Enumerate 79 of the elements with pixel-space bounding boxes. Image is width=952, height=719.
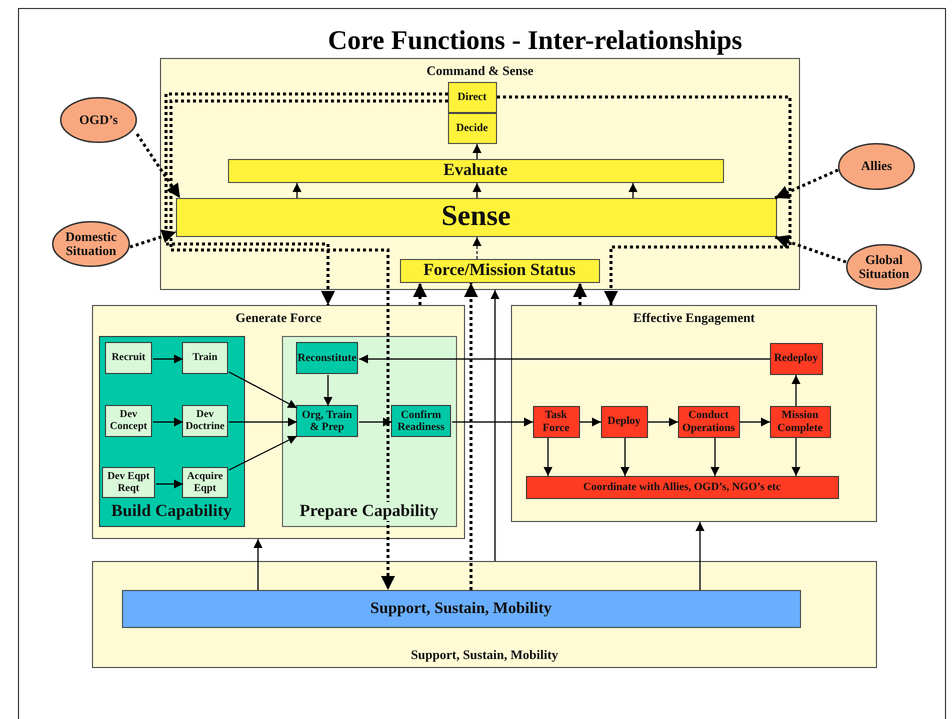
arrow — [153, 418, 183, 426]
arrow — [472, 144, 482, 159]
function-bar — [400, 258, 600, 282]
box-label: Conduct Operations — [680, 409, 738, 434]
dotted-arrow — [774, 168, 839, 200]
dotted-arrow — [464, 283, 478, 590]
arrow — [153, 354, 183, 364]
external-ellipse — [838, 143, 915, 190]
arrow — [359, 418, 392, 426]
box-label: Effective Engagement — [632, 311, 756, 326]
panel — [511, 305, 877, 522]
dotted-arrow — [130, 230, 176, 248]
panel — [160, 58, 800, 290]
process-box — [526, 476, 838, 498]
panel — [92, 561, 877, 668]
box-label: Command & Sense — [426, 64, 534, 78]
ellipse-label: Allies — [860, 159, 894, 174]
arrow — [292, 183, 302, 198]
ellipse-label: OGD’s — [78, 112, 119, 128]
box-label: Prepare Capability — [298, 502, 440, 520]
panel — [92, 305, 465, 539]
arrow — [710, 438, 720, 476]
arrow — [628, 183, 638, 198]
dotted-arrow — [573, 283, 587, 305]
arrow — [228, 371, 298, 409]
box-label: Coordinate with Allies, OGD’s, NGO’s etc — [582, 480, 782, 494]
process-box — [105, 342, 152, 374]
arrow — [620, 438, 630, 476]
arrow — [696, 522, 704, 590]
dotted-arrow — [497, 96, 792, 305]
arrow — [359, 354, 770, 364]
arrow — [544, 438, 552, 476]
box-label: Generate Force — [234, 311, 323, 326]
box-label: Redeploy — [773, 352, 819, 365]
process-box — [296, 342, 358, 374]
arrow — [228, 435, 298, 471]
dotted-arrow — [136, 133, 182, 199]
box-label: Support, Sustain, Mobility — [369, 600, 553, 618]
box-label: Deploy — [606, 415, 642, 428]
function-box — [448, 112, 496, 144]
arrow — [324, 375, 332, 406]
process-box — [770, 342, 822, 374]
diagram-title: Core Functions - Inter-relationships — [326, 24, 744, 57]
box-label: Reconstitute — [296, 352, 358, 364]
arrow — [472, 183, 482, 198]
capability-panel — [282, 336, 456, 526]
ellipse-label: Domestic Situation — [64, 230, 118, 258]
arrow — [580, 418, 601, 426]
process-box — [182, 342, 228, 374]
dotted-arrow — [164, 92, 448, 305]
box-label: Build Capability — [110, 502, 233, 520]
box-label: Acquire Eqpt — [184, 470, 226, 494]
arrow — [740, 418, 770, 426]
function-box — [448, 82, 496, 112]
arrow — [792, 438, 800, 476]
support-bar — [122, 590, 800, 628]
box-label: Direct — [456, 90, 488, 104]
function-bar — [176, 198, 776, 236]
dotted-arrow — [413, 283, 427, 305]
box-label: Support, Sustain, Mobility — [410, 648, 560, 662]
arrow — [648, 418, 678, 426]
arrow — [490, 290, 500, 561]
arrow — [229, 418, 297, 426]
arrow — [254, 539, 262, 590]
arrow — [156, 480, 183, 488]
dotted-arrow — [472, 236, 482, 260]
arrow — [792, 375, 800, 406]
external-ellipse — [60, 97, 137, 143]
arrow — [452, 418, 533, 426]
external-ellipse — [52, 221, 130, 267]
capability-panel — [98, 336, 244, 526]
ellipse-label: Global Situation — [858, 252, 910, 282]
box-label: Dev Concept — [107, 409, 150, 433]
dotted-arrow — [170, 100, 448, 590]
process-box — [600, 406, 648, 438]
external-ellipse — [846, 244, 922, 290]
dotted-arrow — [774, 235, 846, 264]
box-label: Decide — [455, 122, 489, 134]
function-bar — [228, 158, 724, 182]
